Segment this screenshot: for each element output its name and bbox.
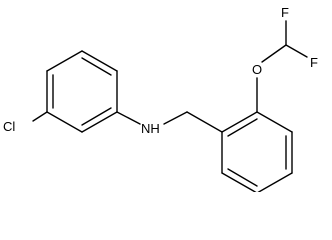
ch2-ring-bond	[186, 111, 223, 133]
ring2-bond	[221, 111, 258, 133]
amine-label: NH	[141, 121, 160, 136]
n-ch2-bond	[163, 111, 188, 125]
chf2-f-right-bond	[285, 44, 308, 58]
ring2-double-bond	[227, 168, 258, 187]
fluorine-right-label: F	[310, 55, 318, 70]
ring2-bond	[256, 111, 293, 133]
chlorophenyl-ring	[46, 50, 118, 133]
ring2-double-bond	[227, 118, 258, 137]
oxygen-label: O	[252, 62, 262, 77]
difluoromethoxyphenyl-ring	[221, 111, 293, 192]
c-n-bond	[116, 111, 141, 125]
fluorine-top-label: F	[281, 5, 289, 20]
c-cl-bond	[32, 111, 48, 122]
ring1-double-bond	[81, 57, 112, 76]
ring2-bond	[257, 172, 293, 192]
chemical-structure-diagram: Cl NH O F F	[3, 5, 318, 192]
o-chf2-bond	[261, 44, 287, 63]
ring1-bond	[46, 111, 83, 133]
chlorine-label: Cl	[3, 119, 15, 134]
ring1-double-bond	[81, 107, 112, 126]
ring1-bond	[46, 50, 83, 72]
ring2-bond	[221, 172, 257, 192]
ring1-bond	[81, 50, 118, 72]
ring1-bond	[81, 111, 118, 133]
